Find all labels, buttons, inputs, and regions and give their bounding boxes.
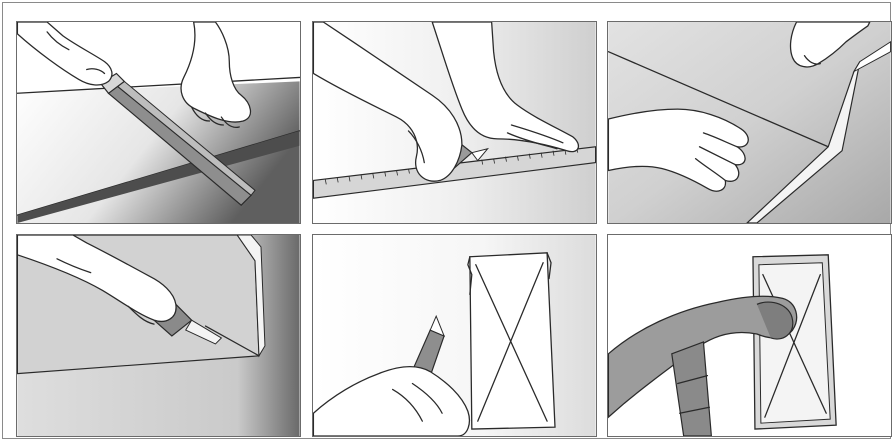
patch-trim-illustration <box>313 235 596 436</box>
drywall-patch-icon <box>468 253 555 429</box>
board-icon <box>17 77 299 223</box>
snap-board-illustration <box>608 22 891 223</box>
ruler-cut-illustration <box>313 22 596 223</box>
figure-frame <box>2 2 891 439</box>
sawing-illustration <box>17 22 300 223</box>
panel-step-6-hammer <box>607 234 892 437</box>
panel-step-4-back-cut <box>16 234 301 437</box>
panel-step-3-snap <box>607 21 892 224</box>
panel-step-2-ruler-cut <box>312 21 597 224</box>
hammer-patch-illustration <box>608 235 891 436</box>
drywall-patch-icon <box>753 255 836 429</box>
panel-step-1-sawing <box>16 21 301 224</box>
back-cut-illustration <box>17 235 300 436</box>
hand-icon <box>17 22 112 85</box>
panel-step-5-patch-trim <box>312 234 597 437</box>
